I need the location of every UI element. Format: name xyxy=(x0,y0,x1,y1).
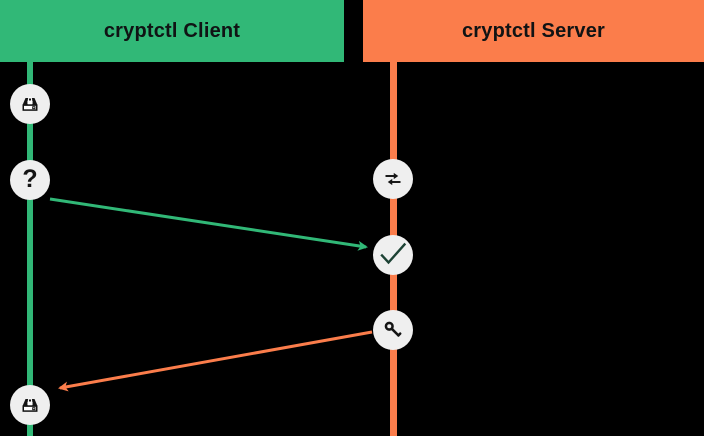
client-encrypted-disk-node xyxy=(10,84,50,124)
checkmark-icon xyxy=(373,235,413,275)
server-exchange-node xyxy=(373,159,413,199)
question-mark-icon: ? xyxy=(22,164,38,193)
key-icon xyxy=(378,315,408,345)
arrow-server-to-client xyxy=(58,330,373,392)
client-question-node: ? xyxy=(10,160,50,200)
client-actor-label: cryptctl Client xyxy=(103,19,241,42)
encrypted-disk-icon xyxy=(15,390,45,420)
server-check-node xyxy=(373,235,413,275)
server-actor-header: cryptctl Server xyxy=(363,0,704,62)
client-actor-header: cryptctl Client xyxy=(0,0,344,62)
server-actor-label: cryptctl Server xyxy=(461,19,606,42)
encrypted-disk-icon xyxy=(15,89,45,119)
client-lifeline xyxy=(27,62,33,436)
swap-arrows-icon xyxy=(378,164,408,194)
server-key-node xyxy=(373,310,413,350)
client-encrypted-disk-node xyxy=(10,385,50,425)
arrow-client-to-server xyxy=(49,197,368,251)
